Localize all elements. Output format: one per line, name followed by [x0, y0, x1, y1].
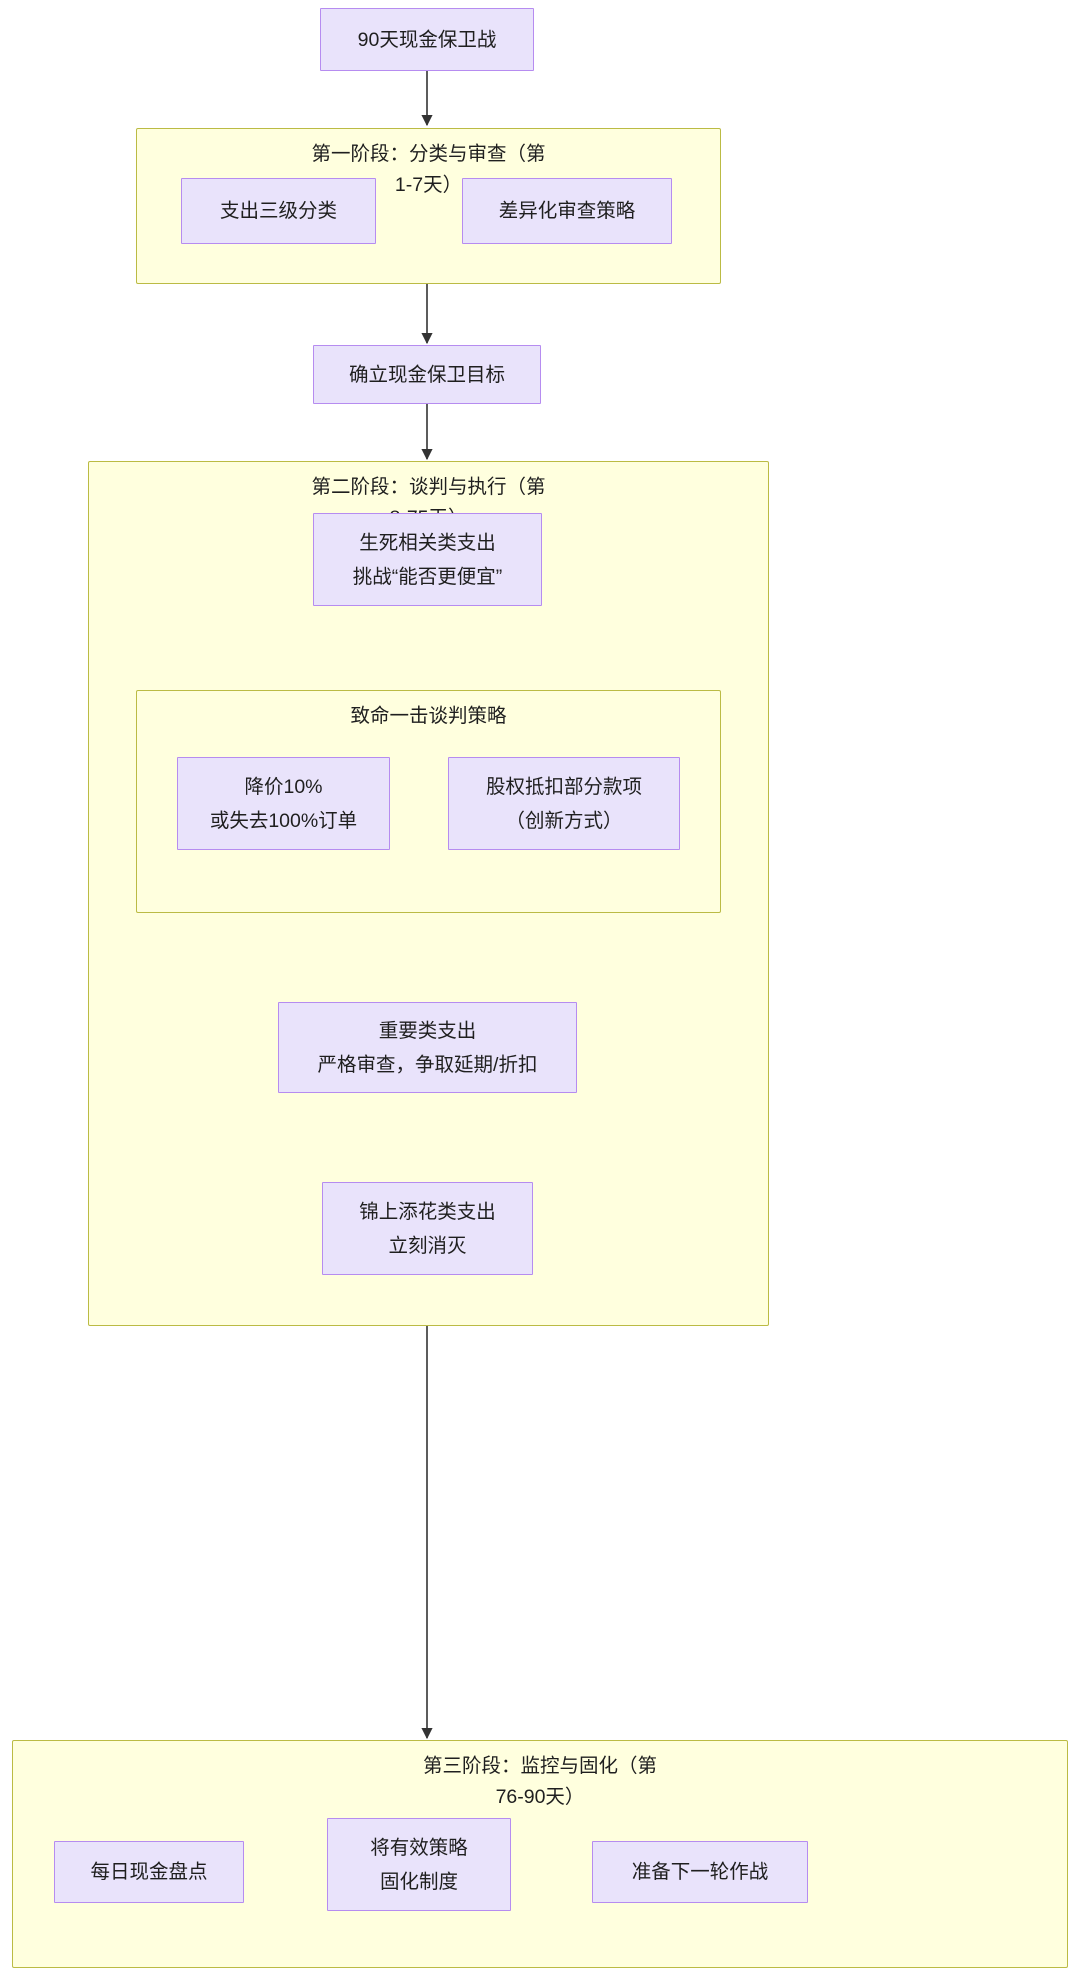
node-label: 将有效策略 固化制度 — [370, 1836, 468, 1893]
cluster-negotiation-strategy-title: 致命一击谈判策略 — [350, 705, 507, 727]
node-label: 差异化审查策略 — [498, 200, 636, 222]
node-title-label: 90天现金保卫战 — [357, 28, 497, 51]
node-label: 支出三级分类 — [219, 200, 337, 222]
node-equity-offset-payment[interactable]: 股权抵扣部分款项 （创新方式） — [448, 757, 680, 850]
node-label: 生死相关类支出 挑战“能否更便宜” — [352, 531, 503, 588]
node-establish-cash-defense-goal[interactable]: 确立现金保卫目标 — [313, 345, 541, 404]
node-price-cut-10-percent[interactable]: 降价10% 或失去100%订单 — [177, 757, 390, 850]
node-important-expense[interactable]: 重要类支出 严格审查，争取延期/折扣 — [278, 1002, 577, 1093]
node-label: 降价10% 或失去100%订单 — [209, 775, 358, 832]
node-label: 准备下一轮作战 — [631, 1861, 769, 1883]
cluster-phase-3-title: 第三阶段：监控与固化（第 76-90天） — [422, 1755, 657, 1808]
node-life-critical-expense[interactable]: 生死相关类支出 挑战“能否更便宜” — [313, 513, 542, 606]
node-expense-three-tier-classification[interactable]: 支出三级分类 — [181, 178, 376, 244]
node-nice-to-have-expense[interactable]: 锦上添花类支出 立刻消灭 — [322, 1182, 533, 1275]
node-differentiated-review-strategy[interactable]: 差异化审查策略 — [462, 178, 672, 244]
node-label: 确立现金保卫目标 — [348, 363, 505, 386]
node-label: 每日现金盘点 — [90, 1861, 208, 1883]
node-title-90-day-cash-defense[interactable]: 90天现金保卫战 — [320, 8, 534, 71]
node-label: 股权抵扣部分款项 （创新方式） — [485, 775, 642, 832]
node-daily-cash-count[interactable]: 每日现金盘点 — [54, 1841, 244, 1903]
node-institutionalize-effective-strategy[interactable]: 将有效策略 固化制度 — [327, 1818, 511, 1911]
node-label: 重要类支出 严格审查，争取延期/折扣 — [317, 1019, 538, 1076]
node-label: 锦上添花类支出 立刻消灭 — [359, 1200, 496, 1257]
node-prepare-next-round[interactable]: 准备下一轮作战 — [592, 1841, 808, 1903]
